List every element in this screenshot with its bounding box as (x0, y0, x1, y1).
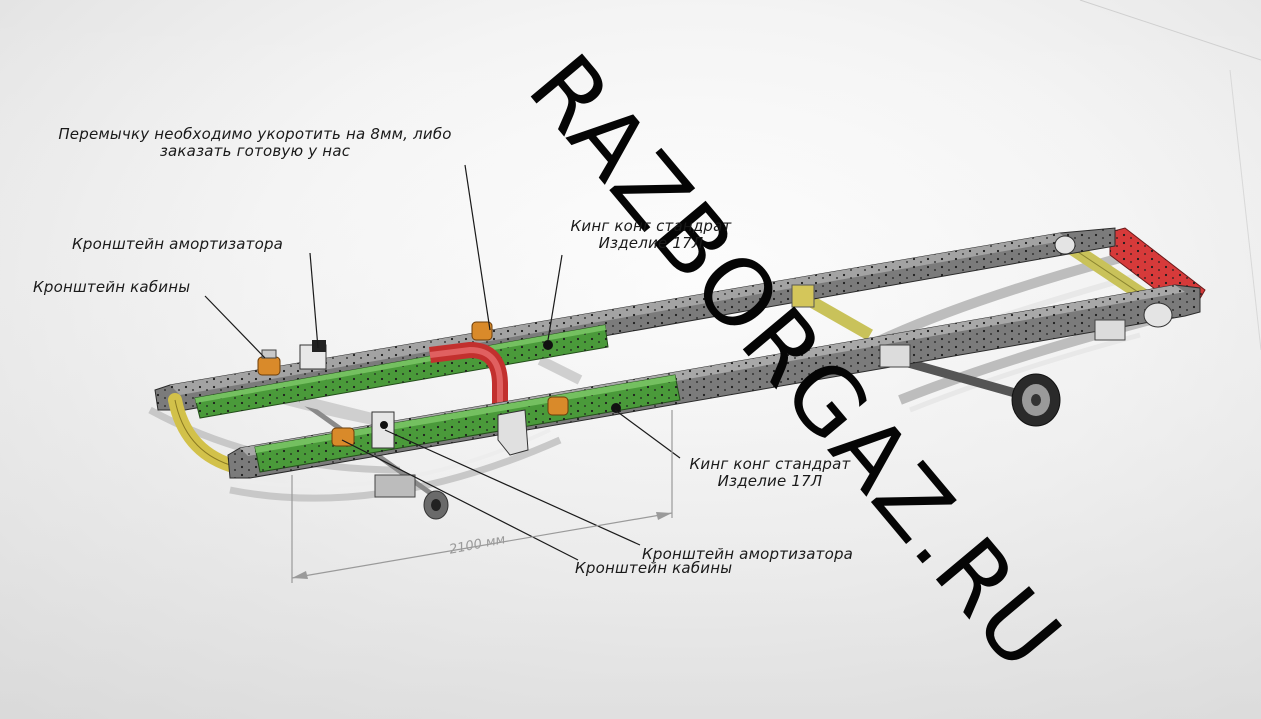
front-crossmember-yellow (168, 393, 237, 472)
label-shock-bracket-bottom: Кронштейн амортизатора (642, 545, 854, 563)
king-kong-bottom (547, 396, 621, 416)
leader-jumper (464, 164, 491, 331)
cab-bracket-bottom (331, 411, 395, 449)
label-king-kong-top-line2: Изделие 17Л (598, 234, 704, 252)
label-king-kong-top-line1: Кинг конг стандрат (570, 217, 732, 235)
label-cab-bracket-bottom: Кронштейн кабины (575, 559, 733, 577)
leader-shock-top (309, 252, 319, 349)
leader-lines (204, 164, 681, 561)
leader-king-kong-bottom (614, 409, 681, 459)
near-frame-rail (227, 284, 1201, 479)
king-kong-top (471, 321, 553, 350)
label-jumper-note-line2: заказать готовую у нас (159, 142, 351, 160)
leader-cab-top (204, 295, 266, 359)
label-shock-bracket-top: Кронштейн амортизатора (72, 235, 284, 253)
label-jumper-note: Перемычку необходимо укоротить на 8мм, л… (42, 126, 468, 160)
cab-bracket-top (257, 349, 281, 376)
label-king-kong-top: Кинг конг стандрат Изделие 17Л (553, 218, 749, 252)
label-cab-bracket-top: Кронштейн кабины (33, 278, 191, 296)
brackets (257, 235, 1173, 456)
leader-cab-bottom (341, 439, 579, 561)
label-king-kong-bottom-line1: Кинг конг стандрат (689, 455, 851, 473)
jumper-red (429, 342, 508, 405)
label-king-kong-bottom: Кинг конг стандрат Изделие 17Л (672, 456, 868, 490)
label-jumper-note-line1: Перемычку необходимо укоротить на 8мм, л… (58, 125, 452, 143)
far-frame-rail (154, 227, 1116, 419)
dimension-2100 (291, 410, 673, 583)
shock-bracket-top (299, 340, 327, 370)
label-king-kong-bottom-line2: Изделие 17Л (717, 472, 823, 490)
shock-bracket-bottom (497, 409, 529, 456)
leader-king-kong-top (547, 254, 563, 341)
rear-bracket (791, 235, 1173, 368)
